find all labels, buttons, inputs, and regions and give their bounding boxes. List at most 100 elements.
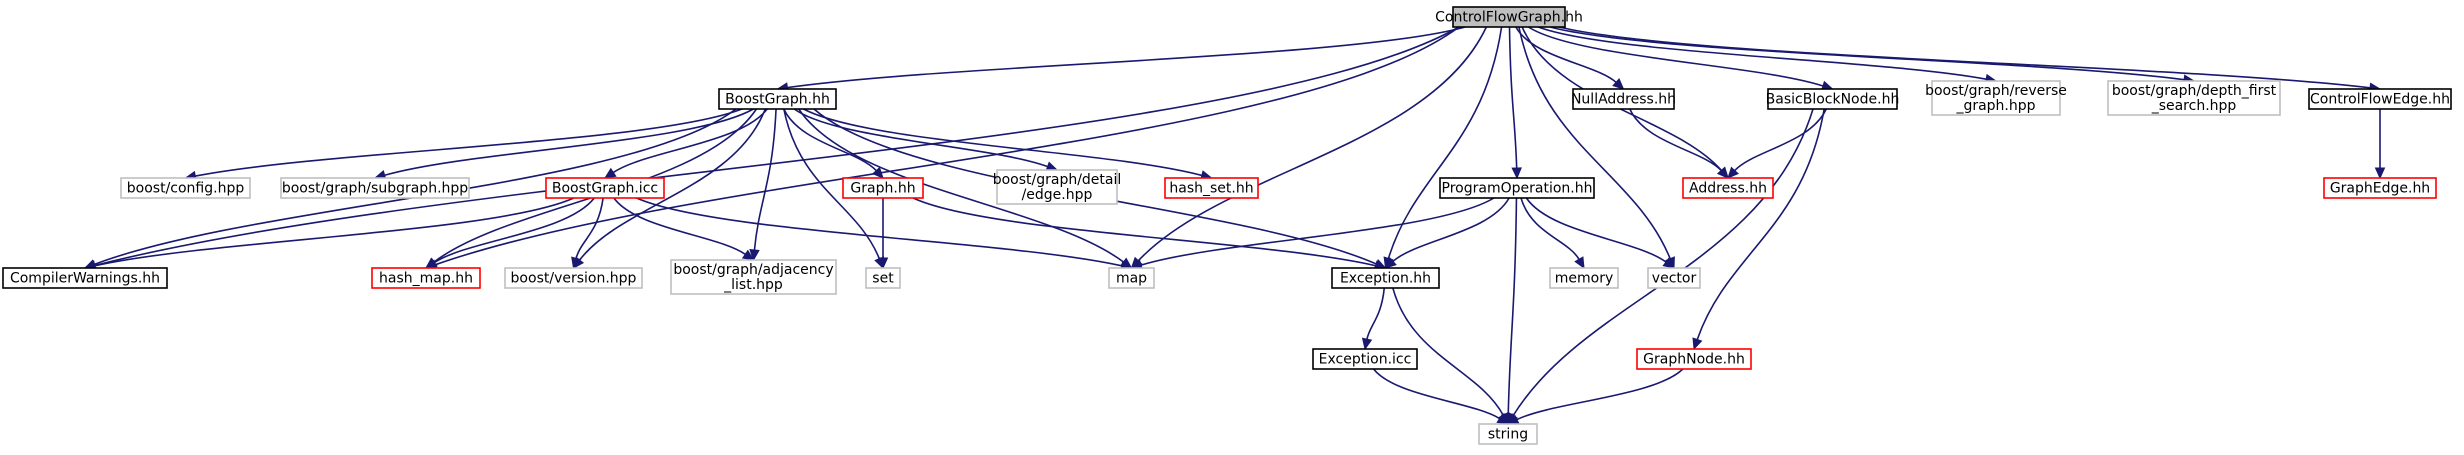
- edge-bg-to-bsub: [384, 108, 754, 177]
- node-box-bg: [718, 88, 837, 110]
- node-label-dfs: _search.hpp: [2151, 98, 2237, 114]
- node-ge: GraphEdge.hh: [2323, 177, 2437, 199]
- node-label-na: NullAddress.hh: [1571, 92, 1676, 108]
- node-box-cfe: [2308, 88, 2452, 110]
- node-cw[interactable]: CompilerWarnings.hh: [2, 267, 168, 289]
- edge-bgi-to-map: [636, 197, 1122, 267]
- node-hs: hash_set.hh: [1164, 177, 1259, 199]
- arrowhead-exh-to-exi: [1361, 337, 1373, 351]
- node-label-po: ProgramOperation.hh: [1442, 181, 1593, 197]
- node-label-edge: boost/graph/detail: [993, 172, 1122, 188]
- edge-bg-to-map: [798, 108, 1124, 263]
- node-bcfg: boost/config.hpp: [120, 177, 251, 199]
- node-label-adj: boost/graph/adjacency: [673, 262, 833, 278]
- edge-cfg-to-vec: [1518, 26, 1671, 260]
- node-na[interactable]: NullAddress.hh: [1571, 88, 1676, 110]
- node-label-bbn: BasicBlockNode.hh: [1766, 92, 1900, 108]
- edge-cfg-to-bbn: [1527, 26, 1824, 87]
- node-exi[interactable]: Exception.icc: [1312, 348, 1418, 370]
- node-box-bv: [504, 267, 643, 289]
- node-box-bsub: [280, 177, 470, 199]
- node-bg[interactable]: BoostGraph.hh: [718, 88, 837, 110]
- node-dfs: boost/graph/depth_first_search.hpp: [2107, 80, 2281, 116]
- node-label-mem: memory: [1555, 271, 1614, 287]
- arrowhead-cfe-to-ge: [2374, 167, 2386, 180]
- node-map: map: [1108, 267, 1155, 289]
- node-label-set: set: [872, 271, 894, 287]
- edge-bg-to-bcfg: [195, 108, 743, 177]
- arrowhead-exi-to-str: [1496, 413, 1510, 425]
- edge-po-to-exh: [1392, 197, 1510, 262]
- node-label-edge: /edge.hpp: [1022, 187, 1093, 203]
- node-bbn[interactable]: BasicBlockNode.hh: [1766, 88, 1900, 110]
- node-set: set: [865, 267, 901, 289]
- edge-bg-to-set: [783, 108, 881, 260]
- node-box-na: [1572, 88, 1675, 110]
- edge-exh-to-str: [1392, 287, 1504, 416]
- arrowhead-bg-to-adj: [749, 249, 760, 262]
- edge-cfg-to-na: [1515, 26, 1617, 83]
- node-rev: boost/graph/reverse_graph.hpp: [1925, 80, 2067, 116]
- node-adj: boost/graph/adjacency_list.hpp: [670, 259, 837, 295]
- node-label-cw: CompilerWarnings.hh: [10, 271, 160, 287]
- node-box-mem: [1549, 267, 1619, 289]
- edge-cfg-to-exh: [1387, 26, 1503, 259]
- node-box-rev: [1931, 80, 2061, 116]
- node-bsub: boost/graph/subgraph.hpp: [280, 177, 470, 199]
- node-label-bg: BoostGraph.hh: [725, 92, 830, 108]
- node-edge: boost/graph/detail/edge.hpp: [993, 169, 1122, 205]
- arrowhead-bg-to-gh: [872, 166, 884, 179]
- node-po[interactable]: ProgramOperation.hh: [1439, 177, 1595, 199]
- node-label-bsub: boost/graph/subgraph.hpp: [282, 181, 468, 197]
- node-bv: boost/version.hpp: [504, 267, 643, 289]
- node-exh[interactable]: Exception.hh: [1331, 267, 1440, 289]
- node-box-cfg: [1452, 6, 1566, 28]
- node-label-cfe: ControlFlowEdge.hh: [2310, 92, 2450, 108]
- arrowhead-po-to-vec: [1662, 257, 1675, 269]
- node-cfg[interactable]: ControlFlowGraph.hh: [1435, 6, 1583, 28]
- node-box-hm: [371, 267, 481, 289]
- edge-bg-to-bv: [578, 108, 767, 261]
- node-label-vec: vector: [1652, 271, 1697, 287]
- edge-exh-to-exi: [1366, 287, 1386, 340]
- node-box-gh: [842, 177, 924, 199]
- edge-cfg-to-dfs: [1549, 26, 2185, 81]
- arrowhead-bgi-to-bv: [571, 256, 582, 270]
- node-box-bbn: [1767, 88, 1898, 110]
- node-label-rev: _graph.hpp: [1955, 98, 2035, 114]
- arrowhead-bbn-to-gn: [1692, 337, 1703, 351]
- arrowhead-gh-to-set: [877, 257, 889, 270]
- edge-cfg-to-cw: [94, 26, 1460, 267]
- edge-cfg-to-hm: [435, 26, 1460, 266]
- node-addr: Address.hh: [1682, 177, 1774, 199]
- node-box-bcfg: [120, 177, 251, 199]
- node-gn: GraphNode.hh: [1636, 348, 1752, 370]
- edge-bbn-to-addr: [1734, 108, 1827, 172]
- node-box-ge: [2323, 177, 2437, 199]
- node-hm: hash_map.hh: [371, 267, 481, 289]
- edge-po-to-mem: [1520, 197, 1580, 260]
- arrowhead-cfg-to-po: [1511, 167, 1522, 180]
- node-label-rev: boost/graph/reverse: [1925, 83, 2067, 99]
- node-cfe[interactable]: ControlFlowEdge.hh: [2308, 88, 2452, 110]
- edge-bgi-to-hm: [433, 197, 595, 264]
- edge-bg-to-adj: [753, 108, 777, 251]
- edge-bg-to-bgi: [612, 108, 768, 174]
- edge-bgi-to-cw: [94, 197, 575, 267]
- node-box-exh: [1331, 267, 1440, 289]
- node-label-gh: Graph.hh: [850, 181, 915, 197]
- node-vec: vector: [1647, 267, 1701, 289]
- edge-bbn-to-gn: [1696, 108, 1825, 340]
- arrowhead-cfg-to-na: [1612, 78, 1625, 90]
- node-label-exh: Exception.hh: [1340, 271, 1431, 287]
- node-mem: memory: [1549, 267, 1619, 289]
- arrowhead-bgi-to-adj: [741, 249, 755, 261]
- edge-cfg-to-cfe: [1558, 26, 2371, 89]
- node-box-dfs: [2107, 80, 2281, 116]
- node-label-adj: _list.hpp: [723, 277, 783, 293]
- node-box-set: [865, 267, 901, 289]
- node-str: string: [1478, 423, 1538, 445]
- edge-exi-to-str: [1372, 368, 1501, 420]
- node-bgi: BoostGraph.icc: [545, 177, 665, 199]
